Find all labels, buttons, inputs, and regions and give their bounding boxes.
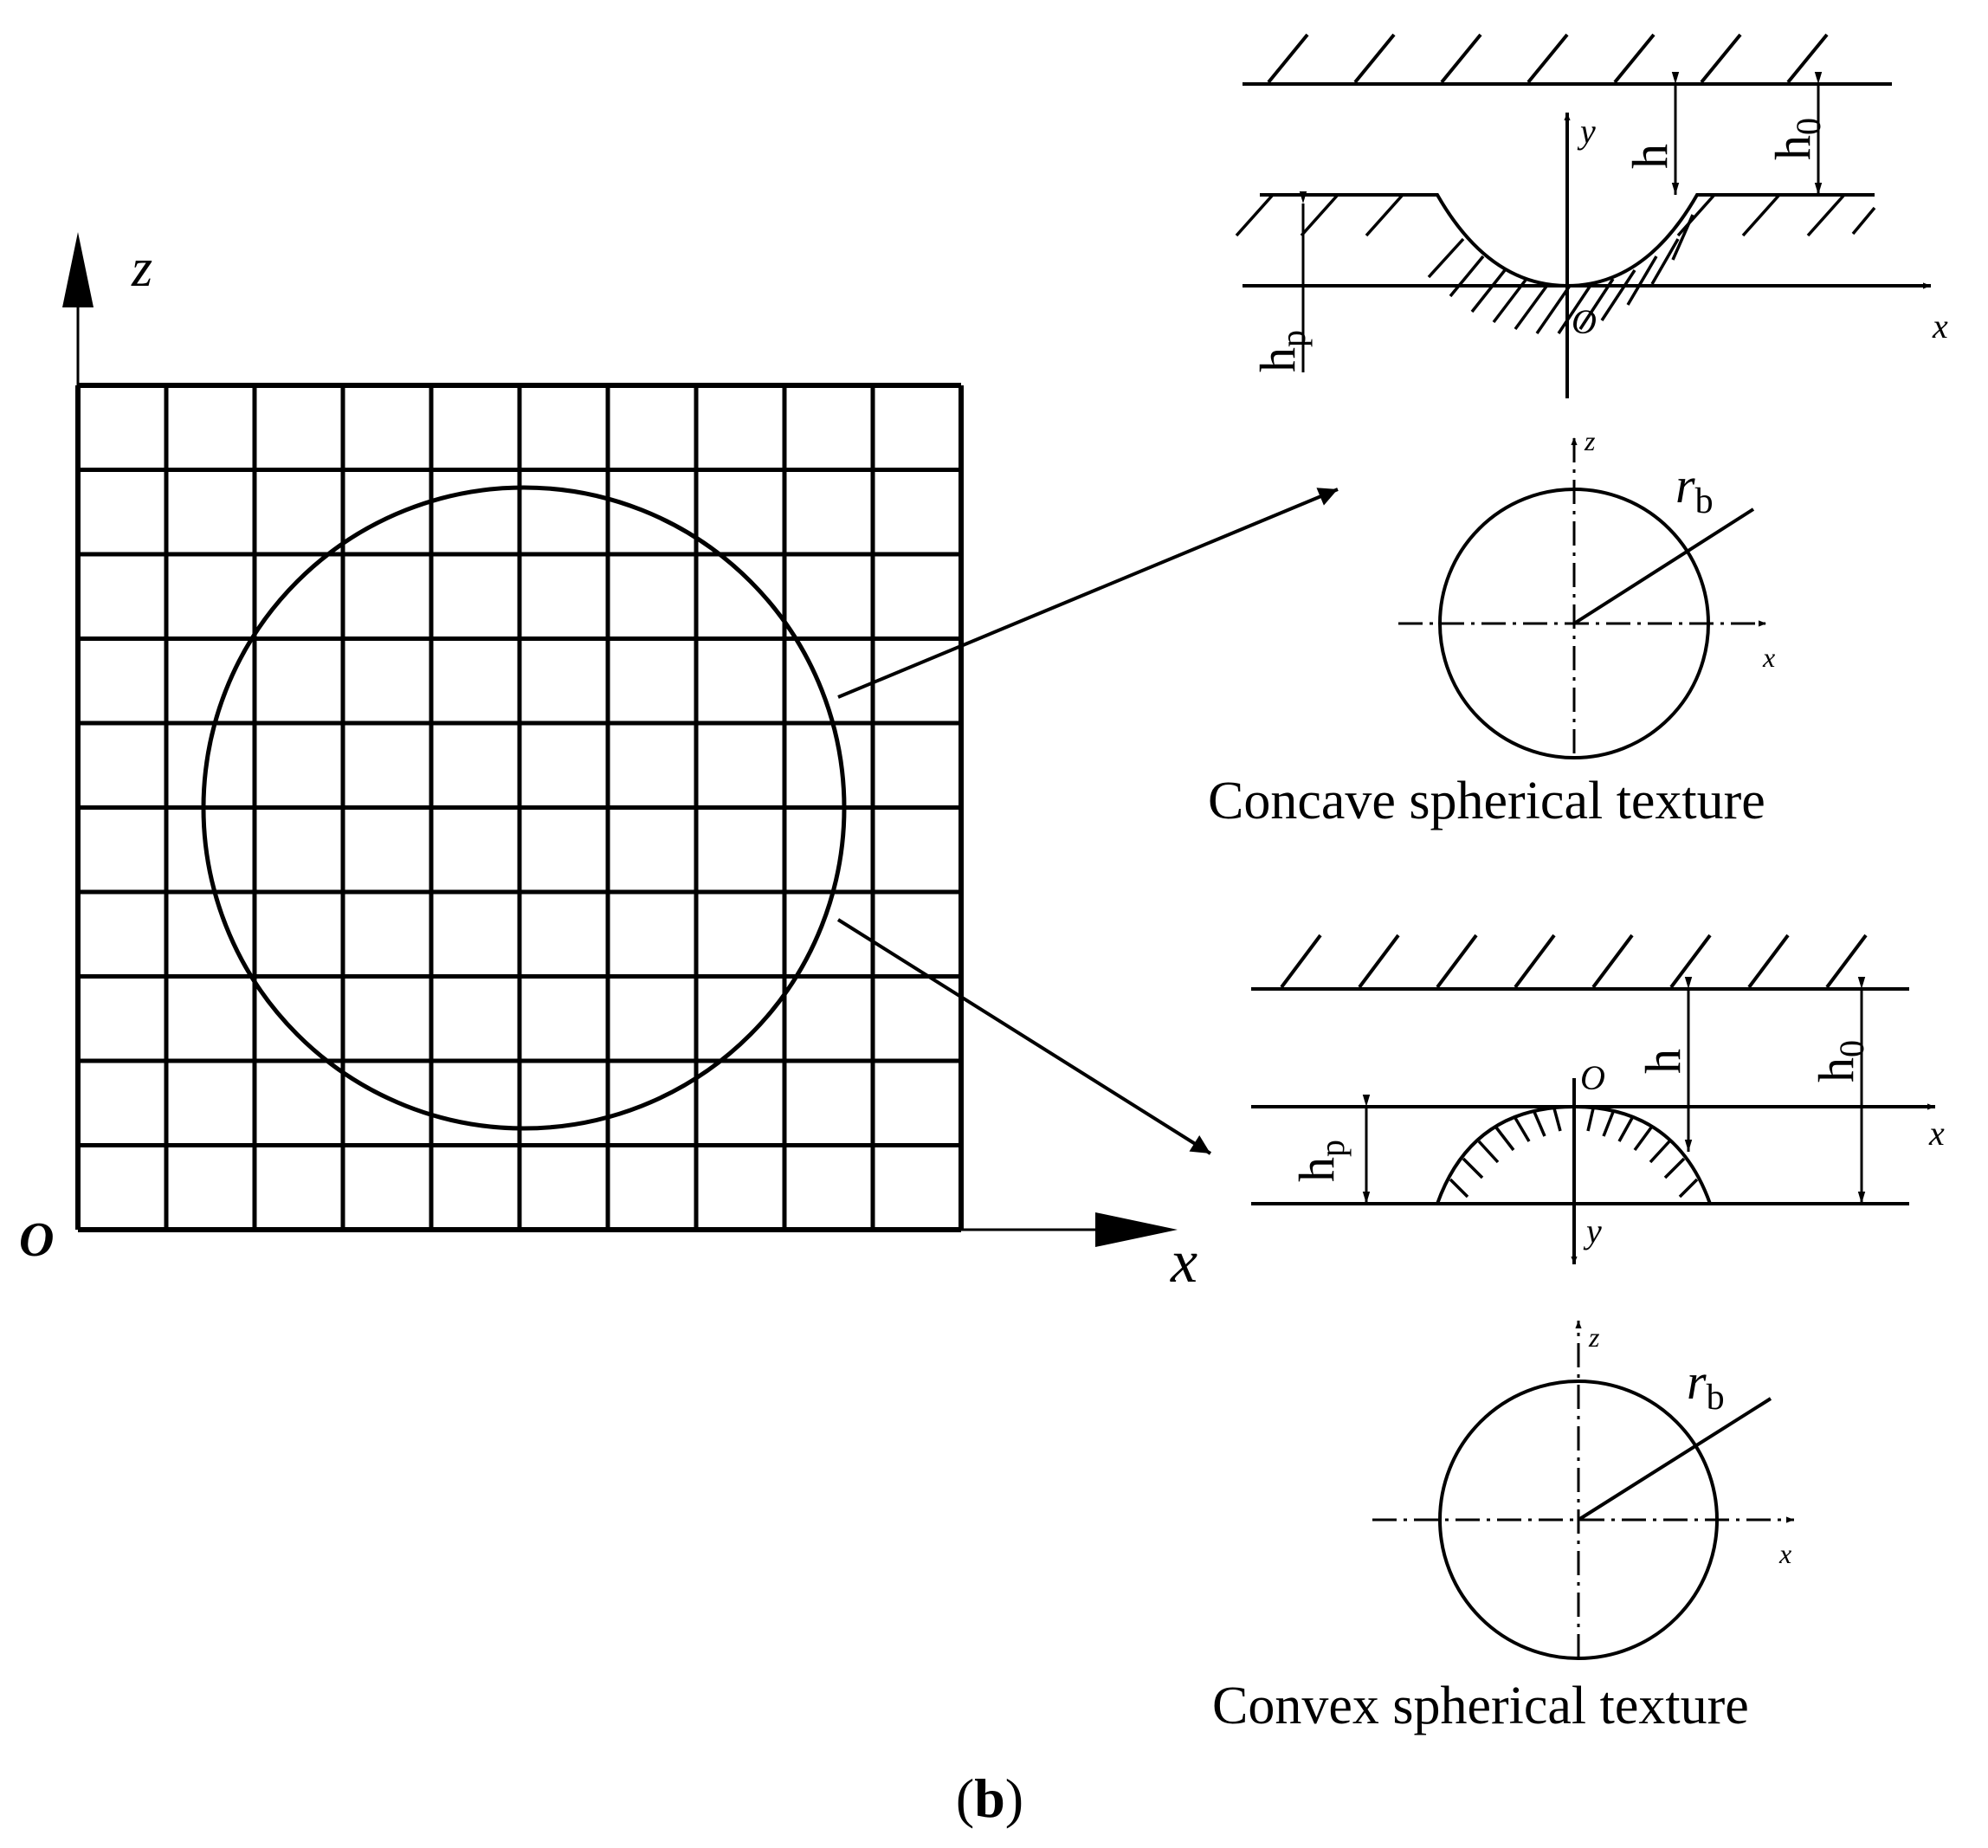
convex-plan-z-label: z xyxy=(1588,1321,1600,1353)
x-axis-label: x xyxy=(1170,1229,1197,1296)
concave-plan-circle xyxy=(1438,488,1710,759)
convex-origin-label: O xyxy=(1580,1058,1605,1097)
convex-bump-hatch xyxy=(1449,1108,1699,1199)
z-axis-label: z xyxy=(131,239,152,298)
concave-plan-radius-label: rb xyxy=(1675,457,1714,521)
pointer-arrow-convex xyxy=(836,918,1212,1155)
panel-label: (b) xyxy=(956,1767,1023,1829)
pointer-arrow-concave xyxy=(837,488,1339,699)
convex-top-wall-hatch xyxy=(1280,934,1868,989)
concave-y-label: y xyxy=(1577,112,1596,151)
concave-top-wall-hatch xyxy=(1267,33,1829,84)
concave-section: y x O h h0 hp xyxy=(1235,33,1948,398)
concave-h-label: h xyxy=(1622,144,1678,169)
concave-caption: Concave spherical texture xyxy=(1208,772,1765,830)
convex-plan-radius xyxy=(1577,1397,1772,1522)
convex-h-label: h xyxy=(1635,1049,1691,1074)
concave-plan: z x rb Concave spherical texture xyxy=(1208,425,1775,830)
concave-h0-label: h0 xyxy=(1765,118,1828,160)
concave-origin-label: O xyxy=(1572,302,1597,341)
concave-hp-label: hp xyxy=(1249,330,1313,372)
convex-plan: z x rb Convex spherical texture xyxy=(1212,1321,1794,1735)
concave-x-label: x xyxy=(1932,307,1948,346)
convex-x-label: x xyxy=(1928,1114,1945,1153)
z-axis-arrowhead xyxy=(62,232,94,307)
concave-plan-z-label: z xyxy=(1584,425,1596,456)
convex-plan-circle xyxy=(1438,1380,1719,1660)
convex-hp-label: hp xyxy=(1288,1140,1352,1182)
origin-label: O xyxy=(19,1213,54,1267)
concave-plan-x-label: x xyxy=(1762,642,1775,673)
concave-plan-radius xyxy=(1572,507,1755,625)
concave-surface-hatch xyxy=(1235,193,1876,334)
convex-plan-x-label: x xyxy=(1778,1538,1791,1569)
convex-plan-radius-label: rb xyxy=(1687,1354,1725,1418)
x-axis-arrowhead xyxy=(1095,1212,1178,1247)
mesh-grid xyxy=(75,383,964,1232)
convex-section: x O y h h0 hp xyxy=(1251,934,1945,1264)
convex-h0-label: h0 xyxy=(1808,1040,1871,1082)
texture-circle xyxy=(201,485,847,1131)
convex-caption: Convex spherical texture xyxy=(1212,1677,1749,1735)
convex-y-label: y xyxy=(1583,1212,1602,1250)
main-figure: z x O xyxy=(19,232,1339,1296)
